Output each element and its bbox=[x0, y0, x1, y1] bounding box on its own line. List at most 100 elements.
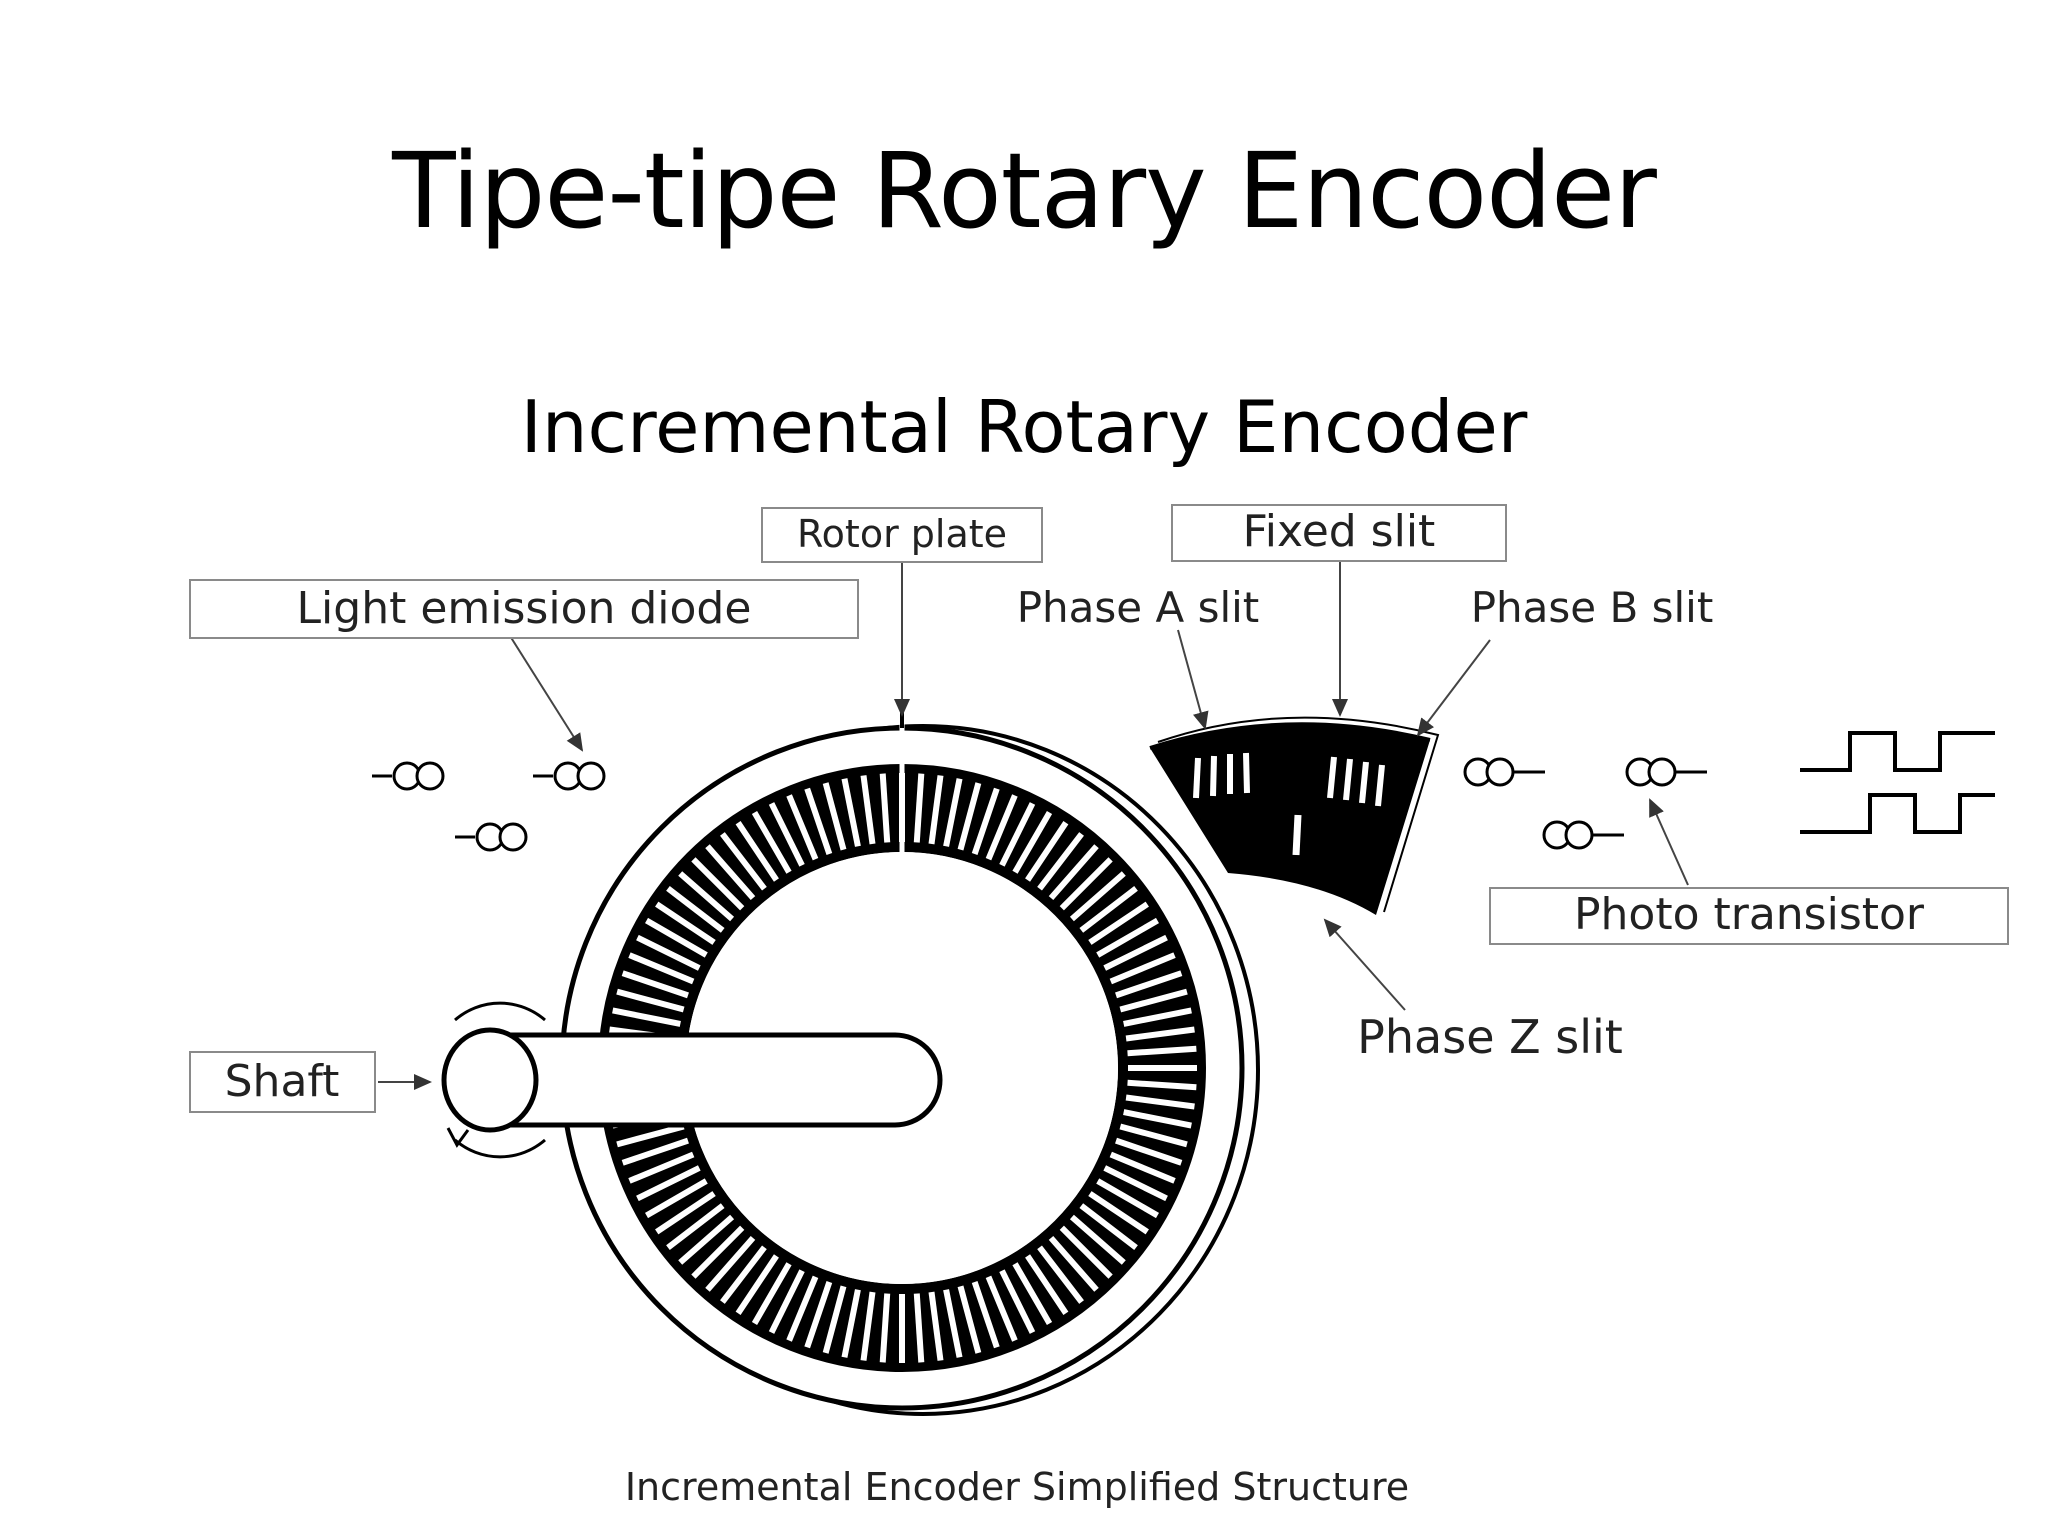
arrow-phase-a bbox=[1177, 629, 1209, 730]
waveform-b bbox=[1800, 793, 1995, 834]
arrow-led bbox=[504, 627, 584, 752]
rotor-slit bbox=[1125, 1094, 1195, 1110]
rotor-slit bbox=[1127, 1079, 1197, 1091]
phase-b-label: Phase B slit bbox=[1471, 583, 1714, 632]
rotor-slit bbox=[621, 1137, 689, 1166]
rotor-slit bbox=[751, 1262, 792, 1325]
rotor-slit bbox=[705, 844, 756, 901]
phase-a-label: Phase A slit bbox=[1017, 583, 1260, 632]
slide-subtitle: Incremental Rotary Encoder bbox=[520, 385, 1528, 469]
rotor-slit bbox=[985, 1275, 1018, 1342]
led-1 bbox=[372, 761, 445, 791]
rotor-slit bbox=[786, 1275, 819, 1342]
rotor-slit bbox=[804, 787, 833, 855]
rotor-slit bbox=[768, 1269, 805, 1334]
rotor-slit bbox=[1048, 844, 1099, 901]
photo-transistor-label: Photo transistor bbox=[1574, 889, 1925, 940]
fixed-slit-plate bbox=[1150, 724, 1430, 915]
led-label: Light emission diode bbox=[297, 583, 752, 634]
shaft bbox=[490, 1032, 943, 1128]
rotor-slit bbox=[971, 1281, 1000, 1349]
rotor-slit bbox=[1079, 1203, 1138, 1250]
rotor-slit bbox=[786, 794, 819, 861]
waveform-a bbox=[1800, 731, 1995, 772]
rotor-slit bbox=[1109, 952, 1176, 985]
rotor-slit bbox=[1059, 1225, 1113, 1279]
rotor-slit bbox=[1012, 811, 1053, 874]
rotor-slit bbox=[705, 1235, 756, 1292]
arrow-photo-transistor bbox=[1649, 798, 1689, 886]
phase-z-label: Phase Z slit bbox=[1357, 1010, 1623, 1064]
rotor-slit bbox=[1025, 821, 1069, 882]
rotor-slit bbox=[655, 901, 716, 945]
rotor-slit bbox=[999, 802, 1036, 867]
output-waveforms bbox=[1800, 731, 1995, 834]
rotor-slit bbox=[768, 802, 805, 867]
rotor-slit bbox=[1123, 1109, 1192, 1129]
rotor-slit bbox=[1109, 1151, 1176, 1184]
rotor-slit bbox=[879, 1293, 891, 1363]
slide-title: Tipe-tipe Rotary Encoder bbox=[392, 130, 1657, 252]
rotor-slit bbox=[1069, 1214, 1126, 1265]
rotor-slit bbox=[1037, 1245, 1084, 1304]
rotation-arrow-lower bbox=[454, 1138, 546, 1159]
rotor-slit bbox=[943, 778, 963, 847]
rotor-slit bbox=[645, 1178, 708, 1219]
arrow-phase-b bbox=[1416, 639, 1491, 737]
rotor-slit bbox=[1127, 1045, 1197, 1057]
rotor-slit bbox=[1088, 901, 1149, 945]
rotor-slit bbox=[1115, 970, 1183, 999]
rotor-slit bbox=[636, 1165, 701, 1202]
shaft-box bbox=[189, 1051, 376, 1113]
rotor-slit bbox=[928, 1291, 944, 1361]
photo-transistors bbox=[1463, 757, 1707, 850]
photo-transistor-2 bbox=[1625, 757, 1707, 787]
rotor-slit bbox=[1037, 832, 1084, 891]
rotor-slit bbox=[971, 787, 1000, 855]
rotor-plate-box bbox=[761, 507, 1043, 563]
rotor-slit bbox=[678, 1214, 735, 1265]
fixed-slit-box bbox=[1171, 504, 1507, 562]
photo-transistor-3 bbox=[1542, 820, 1624, 850]
rotor-slit bbox=[1096, 1178, 1159, 1219]
rotor-plate-label: Rotor plate bbox=[797, 512, 1007, 556]
rotor-slit bbox=[1012, 1262, 1053, 1325]
rotor-slit bbox=[1048, 1235, 1099, 1292]
phase-b-slits bbox=[1327, 756, 1385, 807]
rotor-slit bbox=[822, 1285, 847, 1354]
rotor-slit bbox=[720, 832, 767, 891]
rotor-slit bbox=[957, 1285, 982, 1354]
shaft-label: Shaft bbox=[225, 1056, 340, 1107]
rotor-slit bbox=[616, 988, 685, 1013]
rotor-slit bbox=[943, 1289, 963, 1358]
rotor-slit bbox=[913, 1293, 925, 1363]
rotor-slit bbox=[616, 1123, 685, 1148]
rotor-slit bbox=[1103, 1165, 1168, 1202]
rotor-slit bbox=[1125, 1026, 1195, 1042]
phase-a-slits bbox=[1193, 752, 1250, 799]
rotor-slit bbox=[804, 1281, 833, 1349]
rotor-slit bbox=[636, 934, 701, 971]
rotor-slit bbox=[655, 1191, 716, 1235]
rotor-slit bbox=[999, 1269, 1036, 1334]
led-box bbox=[189, 579, 859, 639]
rotor-slit bbox=[1059, 857, 1113, 911]
rotor-slit bbox=[913, 773, 925, 843]
rotor-slit bbox=[1096, 917, 1159, 958]
rotor-slit bbox=[628, 1151, 695, 1184]
rotor-slit bbox=[1088, 1191, 1149, 1235]
rotor-slit bbox=[1103, 934, 1168, 971]
photo-transistor-1 bbox=[1463, 757, 1545, 787]
led-3 bbox=[455, 822, 528, 852]
rotor-slit bbox=[666, 886, 725, 933]
rotor-slit bbox=[691, 1225, 745, 1279]
rotor-slit bbox=[612, 1007, 681, 1027]
shaft-end bbox=[441, 1027, 539, 1133]
rotor-slit bbox=[860, 775, 876, 845]
rotation-arrow bbox=[454, 1001, 546, 1022]
arrow-phase-z bbox=[1323, 918, 1406, 1011]
rotor-slit bbox=[879, 773, 891, 843]
led-2 bbox=[533, 761, 606, 791]
rotor-slit bbox=[928, 775, 944, 845]
